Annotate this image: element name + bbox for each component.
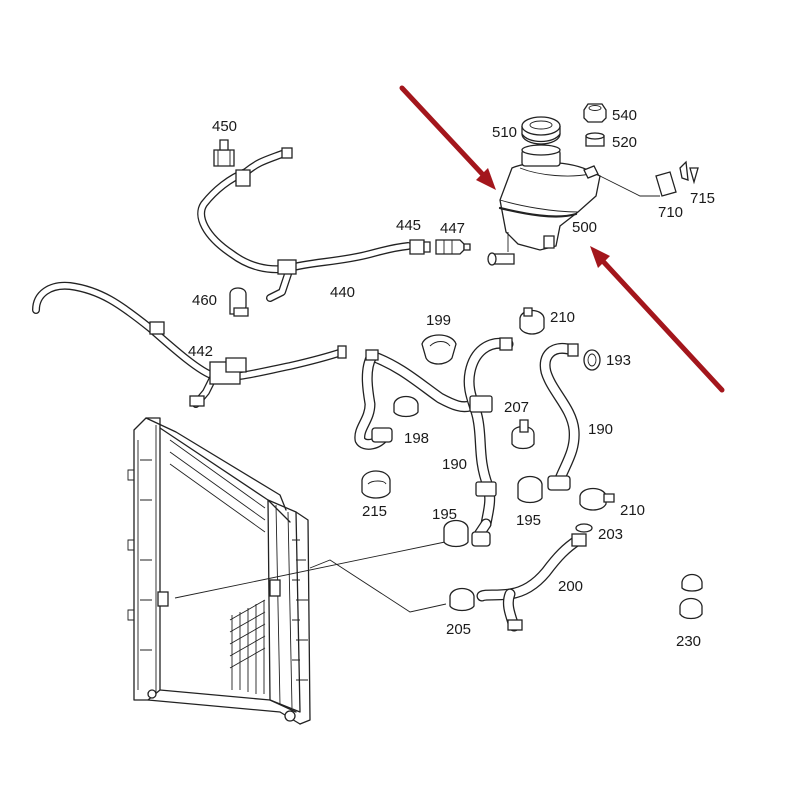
label-205: 205	[446, 621, 471, 638]
label-450: 450	[212, 118, 237, 135]
leader-lines	[174, 541, 447, 613]
nut-and-seal	[583, 103, 607, 147]
clamp-210b	[579, 487, 615, 511]
label-540: 540	[612, 107, 637, 124]
label-198: 198	[404, 430, 429, 447]
clamp-195b	[517, 475, 543, 504]
label-193: 193	[606, 352, 631, 369]
label-715: 715	[690, 190, 715, 207]
clip-207	[511, 419, 535, 450]
label-207: 207	[504, 399, 529, 416]
arrow-lower-head	[590, 246, 610, 268]
short-hose-195	[471, 518, 492, 547]
label-510: 510	[492, 124, 517, 141]
label-190-centre: 190	[442, 456, 467, 473]
bypass-hose-442	[32, 281, 347, 408]
radiator-hose-190a	[463, 337, 514, 530]
label-200: 200	[558, 578, 583, 595]
radiator	[127, 417, 311, 725]
label-460: 460	[192, 292, 217, 309]
label-210-upper: 210	[550, 309, 575, 326]
clip-460	[229, 287, 249, 317]
radiator-hose-190b	[539, 343, 580, 491]
clamp-205	[449, 587, 475, 612]
vent-hose-440	[197, 147, 412, 302]
label-199: 199	[426, 312, 451, 329]
label-190-right: 190	[588, 421, 613, 438]
o-ring-193	[583, 349, 601, 371]
arrow-upper-head	[476, 168, 496, 190]
lower-hose-200	[476, 533, 587, 632]
connector-445-447	[409, 239, 471, 255]
o-ring-203	[575, 523, 593, 533]
label-440: 440	[330, 284, 355, 301]
label-710: 710	[658, 204, 683, 221]
part-number-labels: 450 510 540 520 445 447 715 710 500 460 …	[188, 107, 715, 650]
label-230: 230	[676, 633, 701, 650]
arrow-upper	[399, 85, 489, 181]
label-195-left: 195	[432, 506, 457, 523]
clamp-195a	[443, 519, 469, 548]
clamp-230	[679, 573, 703, 620]
arrow-lower	[597, 255, 725, 393]
label-445: 445	[396, 217, 421, 234]
clamp-210a	[519, 307, 545, 335]
level-sensor	[599, 160, 699, 197]
expansion-tank	[487, 144, 601, 266]
clamp-199	[421, 334, 457, 365]
label-520: 520	[612, 134, 637, 151]
red-arrows	[399, 85, 725, 393]
clamp-198	[393, 395, 419, 418]
label-203: 203	[598, 526, 623, 543]
label-447: 447	[440, 220, 465, 237]
clamp-215	[361, 470, 391, 499]
label-500: 500	[572, 219, 597, 236]
label-442: 442	[188, 343, 213, 360]
label-210-lower: 210	[620, 502, 645, 519]
hose-clip-450	[213, 139, 235, 167]
hose-198	[354, 349, 476, 450]
label-215: 215	[362, 503, 387, 520]
reservoir-cap	[521, 116, 561, 145]
label-195-right: 195	[516, 512, 541, 529]
